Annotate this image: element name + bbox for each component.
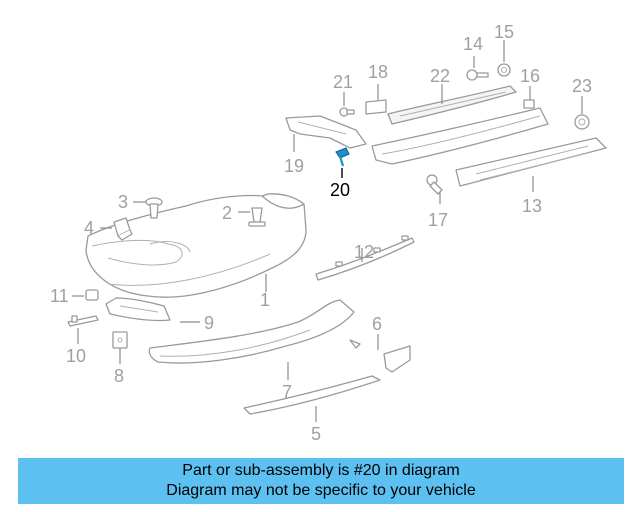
leader-lines bbox=[72, 40, 583, 422]
part-21-bolt[interactable] bbox=[339, 107, 355, 117]
part-23-nut[interactable] bbox=[574, 114, 590, 130]
callout-21: 21 bbox=[333, 72, 353, 92]
part-16-impact-bar[interactable] bbox=[371, 99, 549, 165]
part-6-bracket[interactable] bbox=[349, 339, 411, 373]
callout-9: 9 bbox=[204, 313, 214, 333]
part-13-absorber[interactable] bbox=[455, 137, 607, 187]
callouts: 1 2 3 4 5 6 7 8 9 10 11 12 13 14 15 16 1… bbox=[50, 22, 592, 444]
callout-17: 17 bbox=[428, 210, 448, 230]
part-4-bracket[interactable] bbox=[113, 217, 133, 241]
callout-6: 6 bbox=[372, 314, 382, 334]
callout-20: 20 bbox=[330, 180, 350, 200]
part-7-valance[interactable] bbox=[148, 299, 355, 364]
callout-4: 4 bbox=[84, 218, 94, 238]
part-12-molding[interactable] bbox=[315, 235, 415, 281]
part-20-screw[interactable] bbox=[335, 147, 350, 167]
part-9-lamp[interactable] bbox=[105, 297, 171, 322]
callout-12: 12 bbox=[354, 242, 374, 262]
callout-3: 3 bbox=[118, 192, 128, 212]
callout-5: 5 bbox=[311, 424, 321, 444]
part-15-nut[interactable] bbox=[497, 63, 511, 77]
callout-16: 16 bbox=[520, 66, 540, 86]
callout-13: 13 bbox=[522, 196, 542, 216]
info-banner: Part or sub-assembly is #20 in diagram D… bbox=[18, 458, 624, 504]
callout-8: 8 bbox=[114, 366, 124, 386]
part-18-clip[interactable] bbox=[365, 99, 387, 115]
part-2-clip[interactable] bbox=[248, 207, 266, 227]
callout-1: 1 bbox=[260, 290, 270, 310]
part-3-pin[interactable] bbox=[145, 197, 163, 219]
callout-2: 2 bbox=[222, 203, 232, 223]
callout-10: 10 bbox=[66, 346, 86, 366]
part-10-connector[interactable] bbox=[67, 315, 99, 327]
callout-18: 18 bbox=[368, 62, 388, 82]
part-14-bolt[interactable] bbox=[466, 69, 489, 81]
part-8-clip[interactable] bbox=[112, 331, 128, 349]
callout-14: 14 bbox=[463, 34, 483, 54]
callout-22: 22 bbox=[430, 66, 450, 86]
part-5-trim-strip[interactable] bbox=[243, 375, 381, 415]
part-11-plug[interactable] bbox=[85, 289, 99, 301]
callout-19: 19 bbox=[284, 156, 304, 176]
banner-line-part: Part or sub-assembly is #20 in diagram bbox=[182, 462, 460, 479]
callout-23: 23 bbox=[572, 76, 592, 96]
part-19-bracket[interactable] bbox=[285, 115, 367, 149]
callout-15: 15 bbox=[494, 22, 514, 42]
callout-7: 7 bbox=[282, 382, 292, 402]
part-1-bumper-cover[interactable] bbox=[85, 193, 307, 298]
callout-11: 11 bbox=[50, 286, 69, 306]
part-17-bolt[interactable] bbox=[426, 174, 443, 195]
banner-line-disclaimer: Diagram may not be specific to your vehi… bbox=[166, 482, 476, 499]
part-22-energy-absorber[interactable] bbox=[387, 85, 517, 125]
parts-diagram: 1 2 3 4 5 6 7 8 9 10 11 12 13 14 15 16 1… bbox=[50, 22, 607, 444]
